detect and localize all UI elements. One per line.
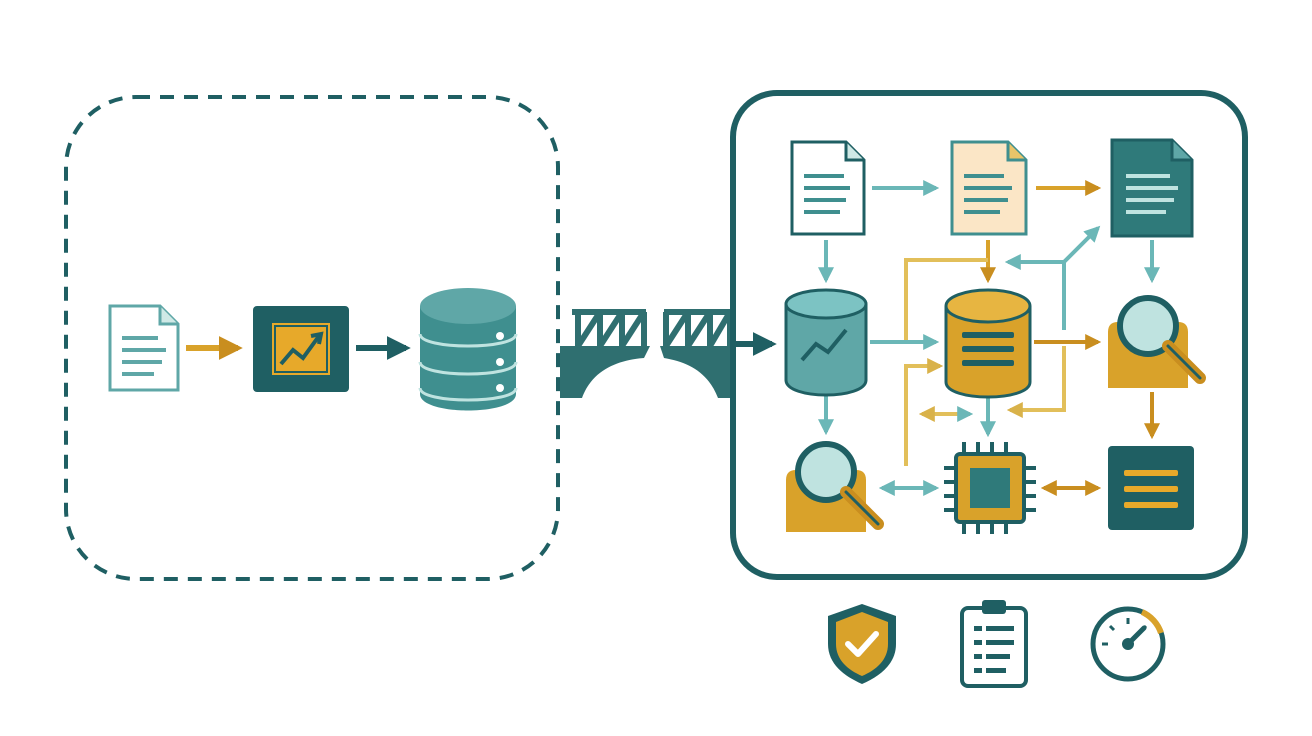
legacy-group [64,95,560,581]
flow-connectors [818,180,1160,496]
speedometer-icon [1090,606,1166,682]
database-gold-icon [944,288,1032,399]
modern-platform-group [730,90,1248,580]
processor-chip-icon [944,442,1036,534]
database-chart-icon [784,288,868,397]
database-icon [418,288,518,411]
document-icon [790,140,866,236]
clipboard-icon [960,600,1028,688]
broken-bridge-icon [560,309,777,398]
document-cream-icon [950,140,1028,236]
shield-check-icon [828,604,896,684]
chart-panel-icon [253,306,349,392]
magnifier-gold-icon [786,441,884,532]
document-icon [108,304,180,392]
magnifier-gold-icon [1108,295,1206,388]
document-teal-icon [1110,138,1194,238]
list-panel-icon [1108,446,1194,530]
